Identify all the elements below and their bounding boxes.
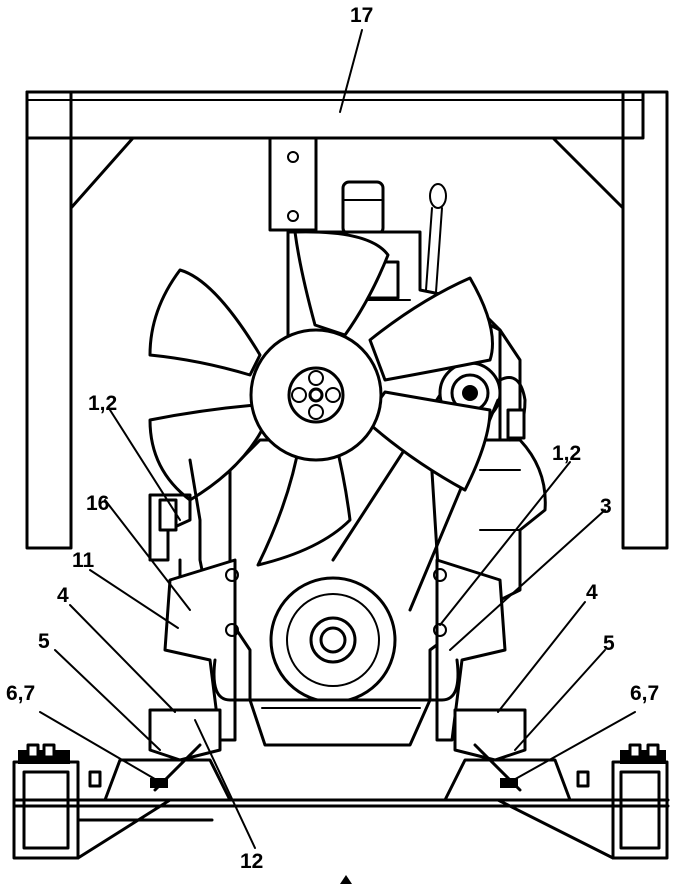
left-rubber-mount xyxy=(103,708,232,802)
callout-3: 3 xyxy=(600,495,612,518)
callout-5-left: 5 xyxy=(38,630,50,653)
arrow-up-icon xyxy=(340,875,352,884)
callout-6-7-right: 6,7 xyxy=(630,682,659,705)
callout-6-7-left: 6,7 xyxy=(6,682,35,705)
lifting-frame xyxy=(25,90,669,550)
lifting-eye-bracket xyxy=(268,136,318,232)
callout-17: 17 xyxy=(350,4,373,27)
callout-1-2-left: 1,2 xyxy=(88,392,117,415)
callout-12: 12 xyxy=(240,850,263,873)
base-frame xyxy=(12,743,670,860)
oil-filler-cap xyxy=(341,180,385,236)
right-engine-bracket xyxy=(408,558,507,742)
right-rubber-mount xyxy=(443,708,572,802)
crankshaft-pulley xyxy=(269,576,397,704)
callout-11: 11 xyxy=(72,549,95,572)
callout-1-2-right: 1,2 xyxy=(552,442,581,465)
callout-4-right: 4 xyxy=(586,581,598,604)
oil-pan xyxy=(248,698,432,747)
dipstick xyxy=(425,183,447,293)
callout-4-left: 4 xyxy=(57,584,69,607)
leader-lines xyxy=(39,29,636,849)
cooling-fan xyxy=(148,230,494,567)
callout-5-right: 5 xyxy=(603,632,615,655)
callout-16: 16 xyxy=(86,492,109,515)
